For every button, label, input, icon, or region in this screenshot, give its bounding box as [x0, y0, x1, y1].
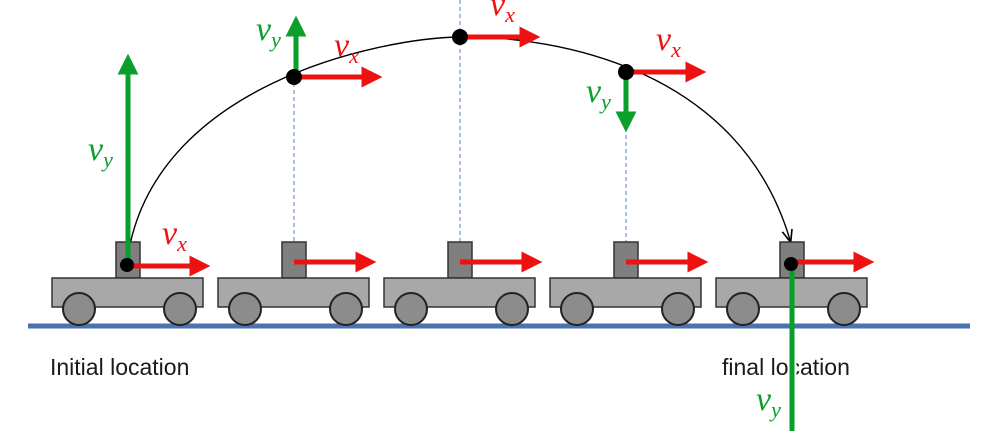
vy-label: vy — [256, 11, 281, 52]
wheel-icon — [394, 292, 428, 326]
wheel-icon — [228, 292, 262, 326]
cart-1 — [51, 241, 204, 326]
cart-2 — [217, 241, 370, 326]
wheel-icon — [726, 292, 760, 326]
projectile-vx-arrows — [294, 26, 707, 88]
vx-label: vx — [490, 0, 515, 27]
projectile-points — [120, 29, 798, 272]
wheel-icon — [560, 292, 594, 326]
ball — [286, 69, 302, 85]
final-location-label: final location — [722, 354, 850, 380]
wheel-icon — [827, 292, 861, 326]
wheel-icon — [329, 292, 363, 326]
vy-label: vy — [586, 73, 611, 114]
wheel-icon — [163, 292, 197, 326]
cart-4 — [549, 241, 702, 326]
ball — [120, 258, 134, 272]
vx-label: vx — [334, 27, 359, 68]
wheel-icon — [62, 292, 96, 326]
ball — [784, 257, 798, 271]
wheel-icon — [495, 292, 529, 326]
vx-label: vx — [162, 215, 187, 256]
cart-vx-arrows — [128, 251, 875, 277]
vx-label: vx — [656, 21, 681, 62]
ball — [452, 29, 468, 45]
cart-3 — [383, 241, 536, 326]
vy-label: vy — [88, 131, 113, 172]
initial-location-label: Initial location — [50, 354, 189, 380]
vy-label: vy — [756, 381, 781, 422]
wheel-icon — [661, 292, 695, 326]
ball — [618, 64, 634, 80]
